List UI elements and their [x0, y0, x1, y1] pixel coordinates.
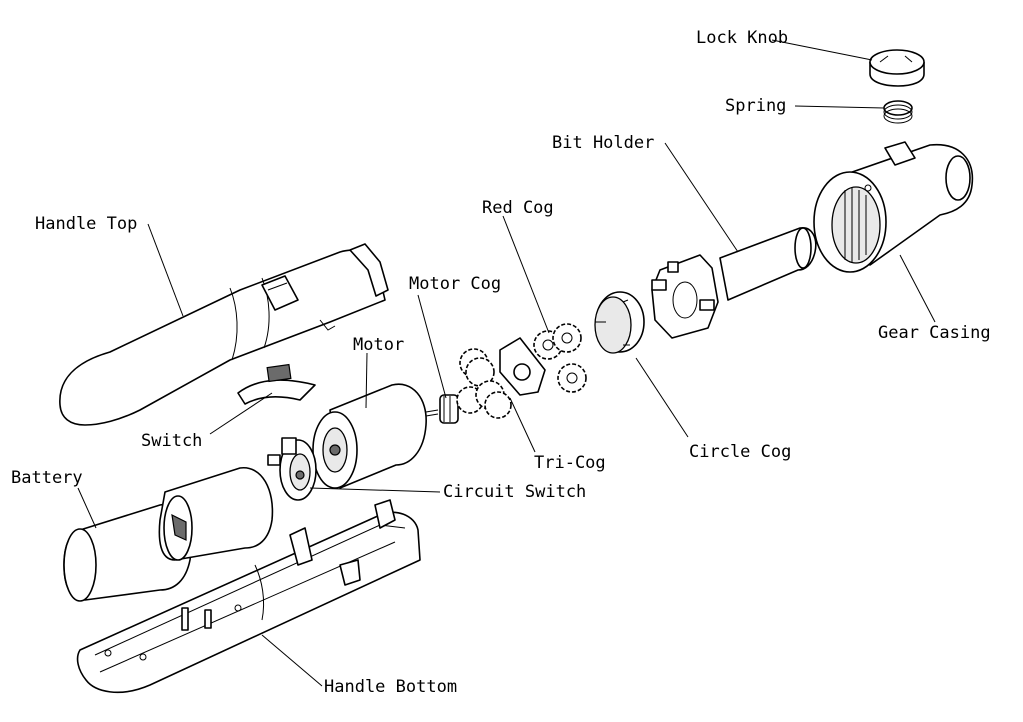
gear-casing-part — [813, 141, 974, 273]
leader-lines — [77, 39, 936, 687]
circuit-switch-part — [267, 437, 317, 501]
label-handle-top: Handle Top — [35, 214, 137, 234]
label-spring: Spring — [725, 96, 786, 116]
tri-cog-part — [456, 337, 546, 419]
handle-bottom-part — [76, 499, 421, 694]
label-circuit-switch: Circuit Switch — [443, 482, 586, 502]
label-gear-casing: Gear Casing — [878, 323, 991, 343]
label-circle-cog: Circle Cog — [689, 442, 791, 462]
motor-cog-part — [439, 394, 459, 424]
spring-part — [883, 100, 913, 124]
label-battery: Battery — [11, 468, 83, 488]
label-red-cog: Red Cog — [482, 198, 554, 218]
switch-part — [237, 363, 316, 405]
label-lock-knob: Lock Knob — [696, 28, 788, 48]
lock-knob-part — [869, 49, 925, 87]
label-handle-bottom: Handle Bottom — [324, 677, 457, 697]
bit-holder-part — [651, 227, 817, 339]
red-cog-part — [533, 323, 587, 393]
label-switch: Switch — [141, 431, 202, 451]
handle-top-part — [59, 243, 389, 426]
label-tri-cog: Tri-Cog — [534, 453, 606, 473]
label-bit-holder: Bit Holder — [552, 133, 654, 153]
label-motor-cog: Motor Cog — [409, 274, 501, 294]
label-motor: Motor — [353, 335, 404, 355]
motor-part — [312, 383, 439, 489]
circle-cog-part — [594, 291, 645, 354]
labels: Lock Knob Spring Bit Holder Red Cog Hand… — [11, 28, 991, 697]
battery-part — [63, 467, 274, 602]
